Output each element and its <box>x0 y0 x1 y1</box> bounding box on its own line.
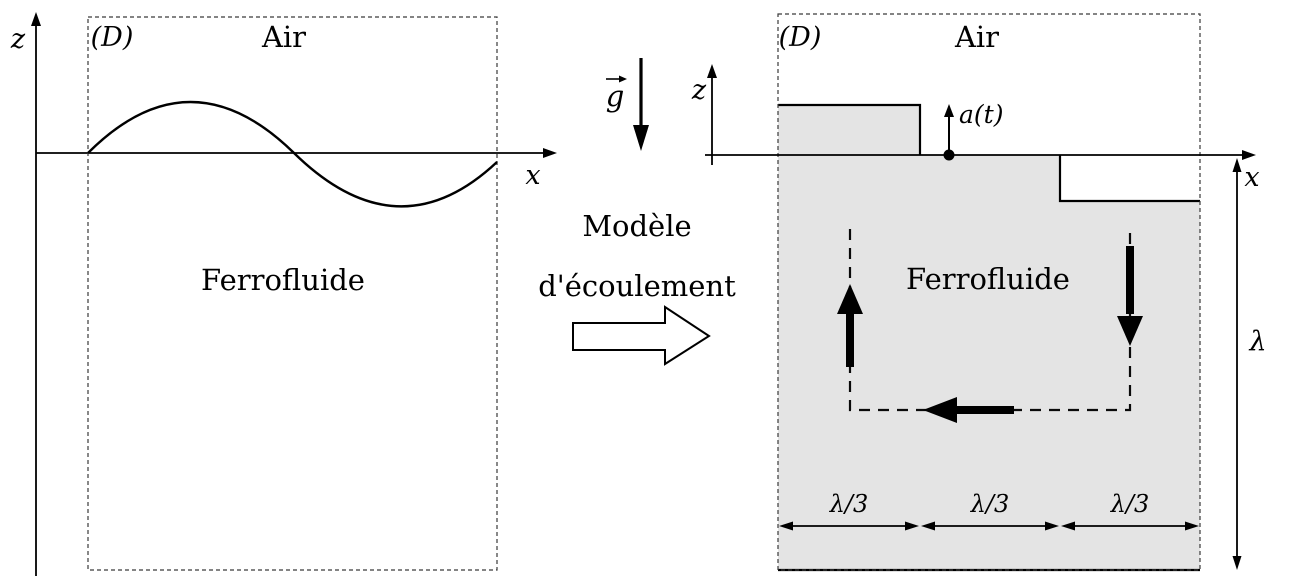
segment-dimension-2: λ/3 <box>921 490 1059 531</box>
origin-dot <box>943 149 955 161</box>
gravity-label: g <box>606 79 625 113</box>
right-domain-boundary <box>777 13 1201 571</box>
dim-left-arrowhead-icon <box>779 521 793 531</box>
acceleration-marker: a(t) <box>943 100 1003 161</box>
left-domain-boundary <box>87 16 498 571</box>
flow-up-arrow-icon <box>837 284 863 367</box>
segment-dimension-3: λ/3 <box>1061 490 1199 531</box>
right-x-axis-arrowhead-icon <box>1242 150 1256 160</box>
caption-line1: Modèle <box>582 209 691 243</box>
left-ferrofluid-label: Ferrofluide <box>201 263 365 297</box>
model-transform-arrow-icon <box>572 305 711 366</box>
acceleration-arrowhead-icon <box>944 104 954 117</box>
staircase-interface <box>778 103 1200 203</box>
dim-left-arrowhead-icon <box>921 521 935 531</box>
acceleration-label: a(t) <box>959 100 1003 129</box>
left-x-axis-label: x <box>525 160 540 191</box>
flow-down-arrow-icon <box>1117 246 1143 346</box>
right-domain-label: (D) <box>779 22 822 53</box>
left-z-axis-label: z <box>10 24 26 55</box>
segment-label-2: λ/3 <box>970 490 1010 518</box>
wavelength-label: λ <box>1248 326 1266 357</box>
dim-right-arrowhead-icon <box>1045 521 1059 531</box>
gravity-vector: g <box>606 58 649 151</box>
gravity-arrowhead-icon <box>633 125 649 151</box>
right-air-label: Air <box>954 20 999 54</box>
left-x-axis-arrowhead-icon <box>543 148 557 158</box>
segment-label-3: λ/3 <box>1110 490 1150 518</box>
dim-left-arrowhead-icon <box>1061 521 1075 531</box>
left-panel: z x (D) Air Ferrofluide <box>10 12 557 576</box>
right-panel: z x a(t) (D) Air Ferrofluide <box>691 13 1267 572</box>
caption-line2: d'écoulement <box>538 269 736 303</box>
left-z-axis-arrowhead-icon <box>31 12 41 26</box>
middle-section: g Modèle d'écoulement <box>538 58 736 366</box>
fluid-region <box>778 105 1200 570</box>
dim-up-arrowhead-icon <box>1232 158 1242 172</box>
left-domain-label: (D) <box>91 22 134 53</box>
dim-right-arrowhead-icon <box>1185 521 1199 531</box>
segment-dimension-1: λ/3 <box>779 490 919 531</box>
dim-down-arrowhead-icon <box>1232 556 1242 570</box>
right-z-axis-arrowhead-icon <box>707 64 717 78</box>
dim-right-arrowhead-icon <box>905 521 919 531</box>
right-x-axis-label: x <box>1244 162 1259 193</box>
wavelength-dimension: λ <box>1232 158 1267 570</box>
flow-left-arrow-icon <box>923 397 1014 423</box>
wavy-interface-curve <box>87 100 498 208</box>
left-air-label: Air <box>261 20 306 54</box>
vector-overline-arrowhead-icon <box>619 75 627 83</box>
right-z-axis-label: z <box>691 75 707 106</box>
right-ferrofluid-label: Ferrofluide <box>906 262 1070 296</box>
segment-label-1: λ/3 <box>829 490 869 518</box>
